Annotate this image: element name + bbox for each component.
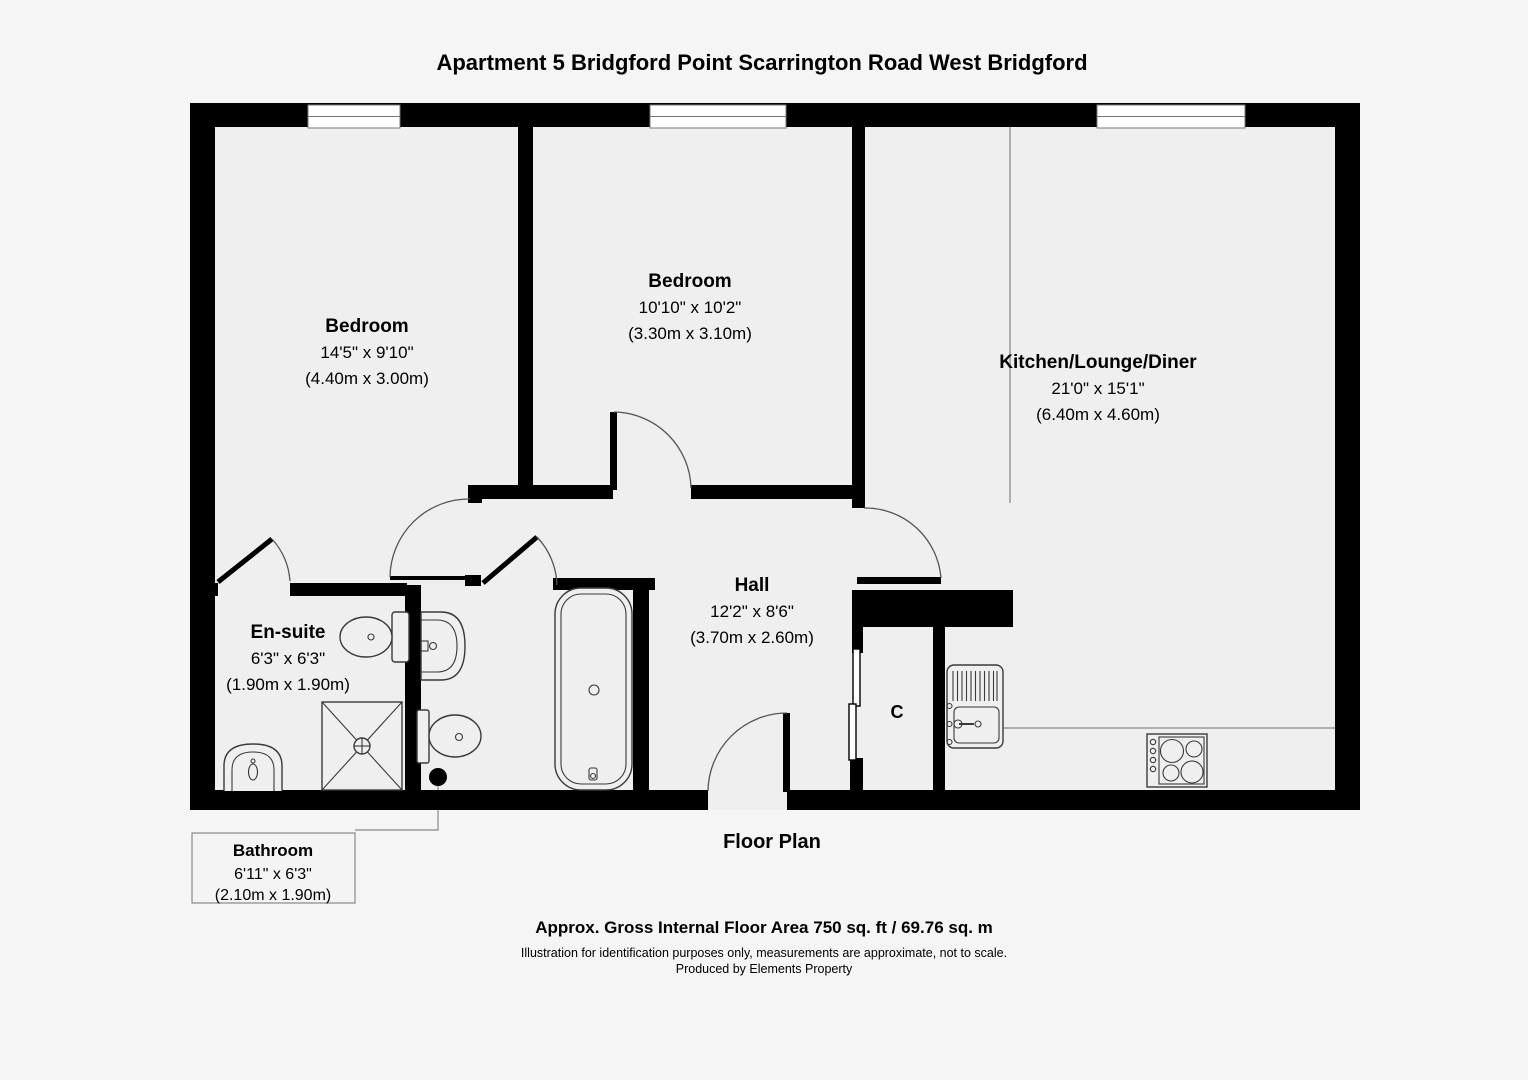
floor-plan-caption: Floor Plan xyxy=(723,831,821,853)
shower-icon xyxy=(321,701,403,791)
room-dims-imperial: 6'3" x 6'3" xyxy=(251,649,325,668)
toilet-icon xyxy=(339,611,410,663)
room-dims-imperial: 14'5" x 9'10" xyxy=(320,343,413,362)
bathroom-label-dot xyxy=(429,768,447,786)
bathtub-icon xyxy=(554,587,633,791)
room-name: Bathroom xyxy=(233,841,313,860)
window-kitchen xyxy=(1096,104,1246,129)
room-label-bedroom2: Bedroom 10'10" x 10'2" (3.30m x 3.10m) xyxy=(628,271,752,343)
draining-board-lines xyxy=(952,671,998,701)
page-title: Apartment 5 Bridgford Point Scarrington … xyxy=(436,50,1087,75)
wall-hall-kitchen-block xyxy=(852,590,1013,627)
fixtures xyxy=(223,587,1208,791)
room-dims-metric: (3.30m x 3.10m) xyxy=(628,324,752,343)
wall-bathroom-east xyxy=(633,578,649,792)
door-entrance xyxy=(707,712,790,792)
room-dims-metric: (6.40m x 4.60m) xyxy=(1036,405,1160,424)
wall-ensuite-north xyxy=(290,583,407,596)
wall-cupboard-left-top xyxy=(852,627,863,653)
door-kitchen xyxy=(857,507,942,584)
room-label-bedroom1: Bedroom 14'5" x 9'10" (4.40m x 3.00m) xyxy=(305,316,429,388)
wall-bedroom2-south-a xyxy=(468,485,613,499)
room-label-kitchen-lounge-diner: Kitchen/Lounge/Diner 21'0" x 15'1" (6.40… xyxy=(999,352,1197,424)
doors xyxy=(216,411,942,792)
sink-icon xyxy=(420,611,466,681)
wall-bottom-left xyxy=(190,790,708,810)
door-cupboard-sliding xyxy=(848,648,861,761)
room-label-hall: Hall 12'2" x 8'6" (3.70m x 2.60m) xyxy=(690,575,814,647)
wall-cupboard-left-bottom xyxy=(850,758,863,792)
gross-area-text: Approx. Gross Internal Floor Area 750 sq… xyxy=(535,918,993,937)
cupboard-label: C xyxy=(891,702,904,722)
door-bathroom xyxy=(481,535,558,586)
floor-area xyxy=(203,115,1348,810)
room-dims-metric: (2.10m x 1.90m) xyxy=(215,887,331,904)
wall-bedroom-divider xyxy=(518,127,533,485)
wall-bathroom-north xyxy=(553,578,655,590)
door-bedroom1-hall xyxy=(389,498,471,580)
credit-text: Produced by Elements Property xyxy=(676,962,853,976)
room-name: Bedroom xyxy=(648,271,731,292)
disclaimer-text: Illustration for identification purposes… xyxy=(521,946,1007,960)
door-bedroom2 xyxy=(610,411,692,490)
window-bedroom1 xyxy=(307,104,401,129)
hob-icon xyxy=(1146,733,1208,788)
room-name: En-suite xyxy=(251,622,326,643)
kitchen-sink-icon xyxy=(946,664,1004,749)
room-dims-metric: (3.70m x 2.60m) xyxy=(690,628,814,647)
room-dims-imperial: 10'10" x 10'2" xyxy=(639,298,742,317)
sink-icon xyxy=(223,743,283,791)
room-dims-metric: (1.90m x 1.90m) xyxy=(226,675,350,694)
wall-cupboard-right xyxy=(933,627,945,792)
wall-bottom-right xyxy=(787,790,1360,810)
labels: Apartment 5 Bridgford Point Scarrington … xyxy=(191,50,1197,976)
wall-left xyxy=(190,103,215,810)
wall-kitchen-west xyxy=(852,127,865,508)
room-name: Hall xyxy=(735,575,770,596)
room-dims-imperial: 12'2" x 8'6" xyxy=(710,602,794,621)
room-name: Bedroom xyxy=(325,316,408,337)
wall-right xyxy=(1335,103,1360,810)
room-dims-metric: (4.40m x 3.00m) xyxy=(305,369,429,388)
windows xyxy=(307,104,1246,129)
wall-ensuite-stub xyxy=(190,583,218,596)
toilet-icon xyxy=(416,709,482,764)
window-bedroom2 xyxy=(649,104,787,129)
room-label-bathroom-box: Bathroom 6'11" x 6'3" (2.10m x 1.90m) xyxy=(191,832,356,904)
door-ensuite xyxy=(216,537,291,584)
wall-bedroom2-south-b xyxy=(691,485,852,499)
wall-stub xyxy=(468,485,482,503)
room-dims-imperial: 6'11" x 6'3" xyxy=(234,866,312,883)
room-dims-imperial: 21'0" x 15'1" xyxy=(1051,379,1144,398)
room-name: Kitchen/Lounge/Diner xyxy=(999,352,1197,373)
room-label-ensuite: En-suite 6'3" x 6'3" (1.90m x 1.90m) xyxy=(226,622,350,694)
wall-hall-door-stub xyxy=(465,575,481,586)
